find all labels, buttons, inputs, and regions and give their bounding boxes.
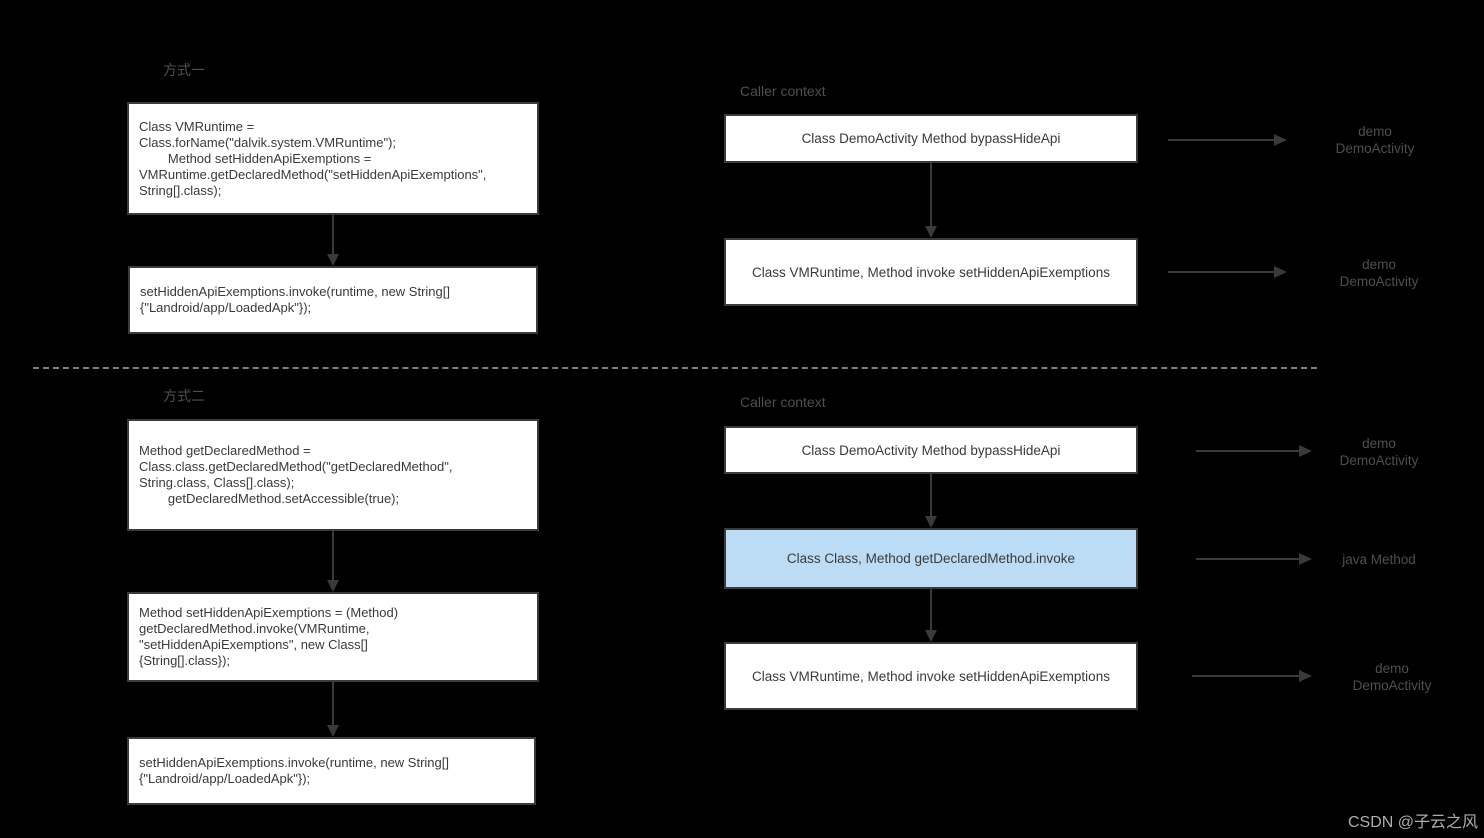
caller1-annotation-arrow-2-icon [1168,266,1287,278]
caller2-annotation-arrow-3-icon [1192,670,1312,682]
method2-code-box-2: Method setHiddenApiExemptions = (Method)… [127,592,539,682]
method2-code-1: Method getDeclaredMethod = Class.class.g… [139,443,453,506]
method1-down-arrow-icon [327,215,339,266]
caller1-node-2-text: Class VMRuntime, Method invoke setHidden… [752,264,1110,280]
caller1-node-2: Class VMRuntime, Method invoke setHidden… [724,238,1138,306]
method1-code-1: Class VMRuntime = Class.forName("dalvik.… [139,118,487,198]
caller2-annotation-3: demo DemoActivity [1352,661,1432,693]
caller2-annotation-arrow-1-icon [1196,445,1312,457]
method1-code-box-1: Class VMRuntime = Class.forName("dalvik.… [127,102,539,215]
caller1-node-1-text: Class DemoActivity Method bypassHideApi [801,131,1061,146]
caller2-node-2-text: Class Class, Method getDeclaredMethod.in… [786,551,1076,566]
method1-code-2: setHiddenApiExemptions.invoke(runtime, n… [140,284,450,315]
caller2-node-1: Class DemoActivity Method bypassHideApi [724,426,1138,474]
caller2-node-3-text: Class VMRuntime, Method invoke setHidden… [752,668,1110,684]
section-divider [33,367,1317,369]
method2-code-3: setHiddenApiExemptions.invoke(runtime, n… [139,755,449,786]
caller1-down-arrow-icon [925,163,937,238]
method1-code-box-2: setHiddenApiExemptions.invoke(runtime, n… [128,266,538,334]
caller1-annotation-1: demo DemoActivity [1335,124,1415,156]
method1-label: 方式一 [163,62,205,78]
caller2-node-1-text: Class DemoActivity Method bypassHideApi [801,442,1061,458]
caller2-down-arrow-1-icon [925,474,937,528]
caller2-label: Caller context [740,394,826,410]
method2-down-arrow-2-icon [327,682,339,737]
caller1-annotation-arrow-1-icon [1168,134,1287,146]
caller2-down-arrow-2-icon [925,589,937,642]
method2-label: 方式二 [163,388,205,404]
caller2-annotation-1: demo DemoActivity [1339,436,1419,468]
method2-code-box-1: Method getDeclaredMethod = Class.class.g… [127,419,539,531]
caller2-node-2-highlighted: Class Class, Method getDeclaredMethod.in… [724,528,1138,589]
caller2-node-3: Class VMRuntime, Method invoke setHidden… [724,642,1138,710]
method2-code-box-3: setHiddenApiExemptions.invoke(runtime, n… [127,737,536,805]
method2-down-arrow-1-icon [327,531,339,592]
watermark: CSDN @子云之风 [1347,814,1478,831]
caller1-label: Caller context [740,83,826,99]
method2-code-2: Method setHiddenApiExemptions = (Method)… [139,605,399,668]
caller1-node-1: Class DemoActivity Method bypassHideApi [724,114,1138,163]
caller2-annotation-2: java Method [1342,552,1416,567]
caller2-annotation-arrow-2-icon [1196,553,1312,565]
caller1-annotation-2: demo DemoActivity [1339,257,1419,289]
